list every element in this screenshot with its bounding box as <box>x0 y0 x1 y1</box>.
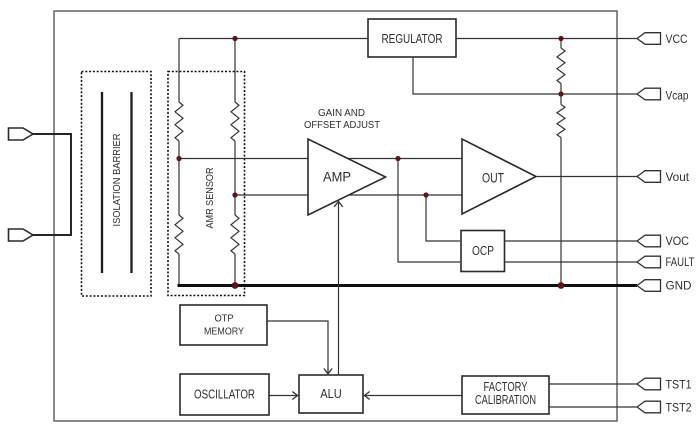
svg-text:OFFSET ADJUST: OFFSET ADJUST <box>304 120 380 131</box>
svg-text:AMR SENSOR: AMR SENSOR <box>204 167 216 228</box>
svg-text:FACTORY: FACTORY <box>484 380 528 394</box>
svg-text:TST1: TST1 <box>666 380 692 392</box>
svg-text:OUT: OUT <box>482 170 504 186</box>
svg-text:OCP: OCP <box>472 244 494 258</box>
svg-text:GAIN AND: GAIN AND <box>318 108 365 119</box>
svg-text:MEMORY: MEMORY <box>204 327 244 338</box>
svg-text:VOC: VOC <box>666 236 690 248</box>
svg-text:TST2: TST2 <box>666 403 692 415</box>
svg-text:VCC: VCC <box>666 34 688 46</box>
svg-text:ALU: ALU <box>320 386 342 401</box>
svg-text:CALIBRATION: CALIBRATION <box>475 393 536 407</box>
svg-text:ISOLATION BARRIER: ISOLATION BARRIER <box>111 133 123 226</box>
svg-text:Vout: Vout <box>666 172 690 184</box>
svg-text:FAULT: FAULT <box>666 257 695 269</box>
svg-text:AMP: AMP <box>323 169 351 185</box>
svg-text:OSCILLATOR: OSCILLATOR <box>194 388 255 402</box>
svg-text:Vcap: Vcap <box>666 91 689 103</box>
svg-text:OTP: OTP <box>215 314 234 325</box>
svg-text:REGULATOR: REGULATOR <box>382 31 443 46</box>
svg-text:GND: GND <box>666 281 692 293</box>
